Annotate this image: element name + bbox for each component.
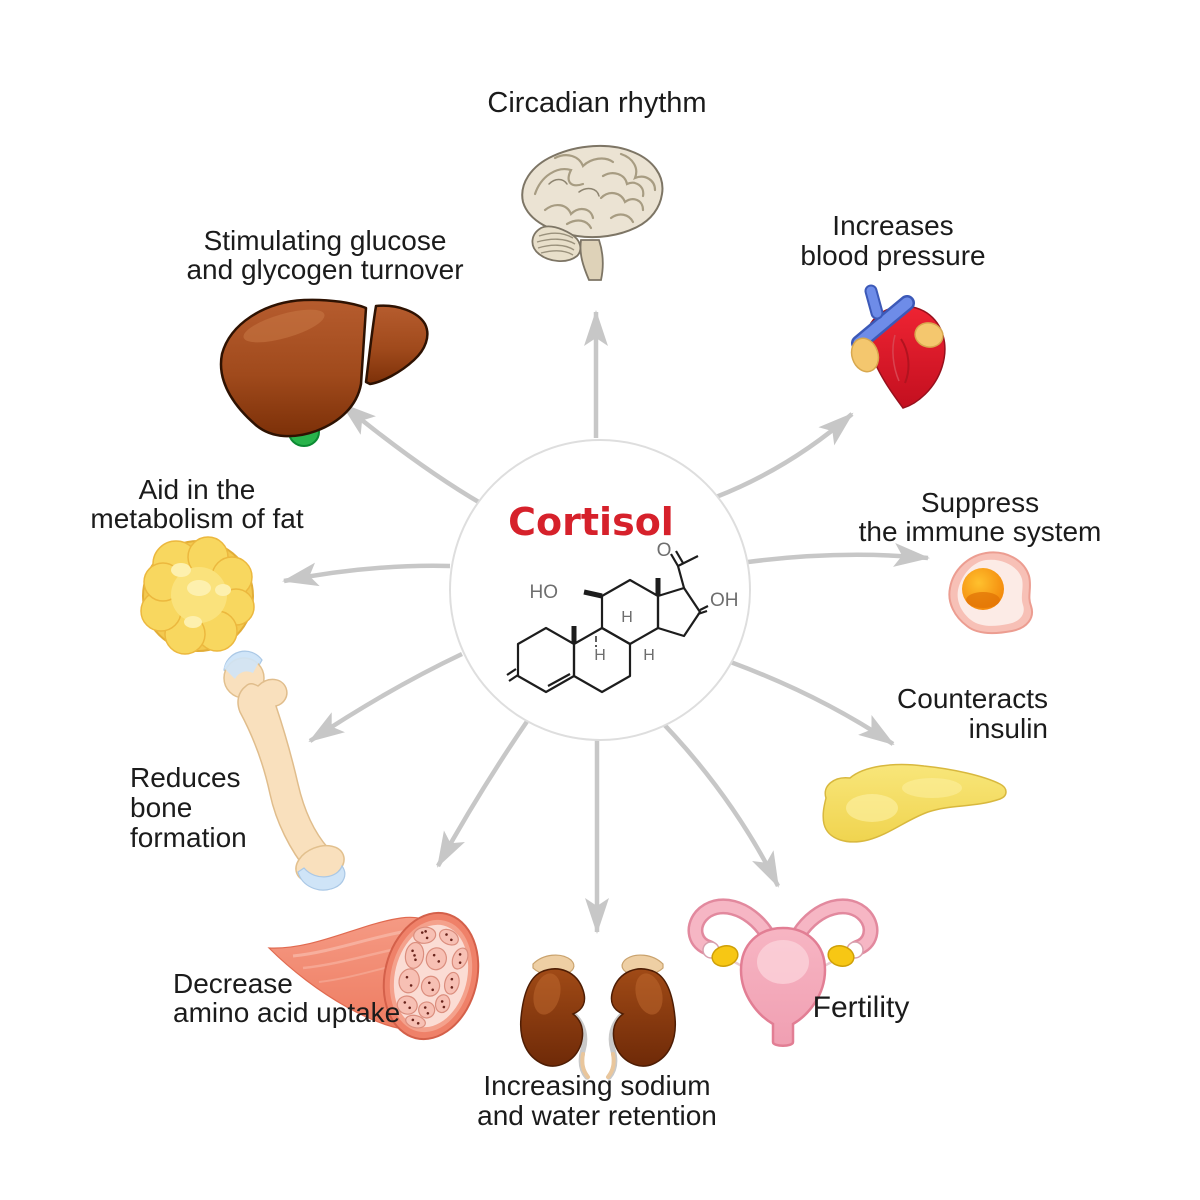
diagram-title: Cortisol [508, 500, 674, 544]
label-glucose-glycogen: Stimulating glucose and glycogen turnove… [186, 225, 464, 285]
ureter-right-tip [606, 1052, 616, 1079]
arrow-immune-cell [747, 542, 930, 567]
fascicle-dots [403, 930, 462, 1025]
uterus-highlight [757, 940, 809, 984]
pancreas-body [822, 763, 1007, 843]
liver-highlight [243, 309, 325, 343]
arrow-uterus [648, 708, 781, 888]
kidneys-illustration [519, 954, 677, 1080]
pancreas-texture-2 [902, 778, 962, 798]
kidney-right [606, 954, 677, 1080]
arrow-muscle [436, 718, 530, 868]
brainstem [579, 239, 604, 281]
muscle-cross-section [382, 911, 480, 1041]
arrow-bone [308, 651, 463, 743]
brain-illustration [521, 144, 664, 281]
label-sodium-water: Increasing sodium and water retention [477, 1070, 717, 1131]
arrow-fat-cell [282, 562, 451, 587]
coronary-vessel-2 [892, 334, 900, 382]
left-auricle [850, 337, 880, 373]
pancreas-illustration [822, 763, 1007, 843]
coronary-vessel [900, 338, 910, 384]
atom-ho: HO [530, 582, 559, 603]
cartilage-condyle [297, 864, 346, 891]
pulmonary-artery [853, 297, 913, 349]
arrow-liver [340, 402, 484, 506]
atom-o: O [657, 540, 672, 561]
muscle-illustration [267, 911, 480, 1041]
gyri-accents [548, 178, 600, 197]
liver-illustration [219, 298, 429, 447]
label-bone-formation: Reduces bone formation [130, 762, 247, 853]
kidney-left-highlight [533, 973, 561, 1015]
nucleus-shadow [966, 592, 1000, 608]
right-auricle [914, 322, 944, 348]
ovary-left [711, 945, 739, 967]
liver-right-lobe [364, 304, 429, 386]
atom-h2: H [594, 647, 606, 664]
molecule-atoms: HO O OH H H H [530, 540, 739, 664]
fallopian-tube-right [793, 900, 877, 954]
ureter-left-tip [580, 1052, 590, 1079]
kidney-right-highlight [635, 973, 663, 1015]
label-blood-pressure: Increases blood pressure [800, 210, 986, 271]
atom-h1: H [621, 609, 633, 626]
fallopian-tube-left [689, 900, 773, 954]
cerebrum [521, 144, 664, 239]
cerebellum-stripes [536, 232, 576, 256]
fascicles [396, 926, 469, 1029]
label-immune-system: Suppress the immune system [858, 487, 1102, 547]
cartilage-head-cap [224, 652, 260, 679]
arrow-heart [715, 412, 854, 500]
ovary-right [827, 945, 855, 967]
immune-cell-illustration [948, 551, 1033, 635]
gyri [533, 152, 657, 230]
label-fertility: Fertility [812, 991, 910, 1024]
label-circadian-rhythm: Circadian rhythm [487, 87, 707, 119]
arrow-pancreas [701, 649, 895, 746]
femur-shaft [237, 678, 329, 874]
label-amino-acid: Decrease amino acid uptake [173, 968, 401, 1028]
cortisol-molecule: HO O OH H H H [506, 540, 739, 694]
molecule-bonds [506, 550, 709, 694]
atom-oh: OH [710, 590, 739, 611]
kidney-left [519, 954, 590, 1080]
label-counteracts-insulin: Counteracts insulin [897, 683, 1048, 744]
aorta [866, 286, 882, 318]
heart-illustration [850, 284, 946, 409]
bone-illustration [223, 650, 346, 891]
fat-highlights [171, 563, 231, 628]
uterus-illustration [687, 898, 879, 1047]
pancreas-texture-1 [846, 794, 898, 822]
fat-cell-illustration [140, 536, 255, 655]
label-fat-metabolism: Aid in the metabolism of fat [90, 474, 304, 534]
center-circle [449, 439, 751, 741]
atom-h3: H [643, 647, 655, 664]
